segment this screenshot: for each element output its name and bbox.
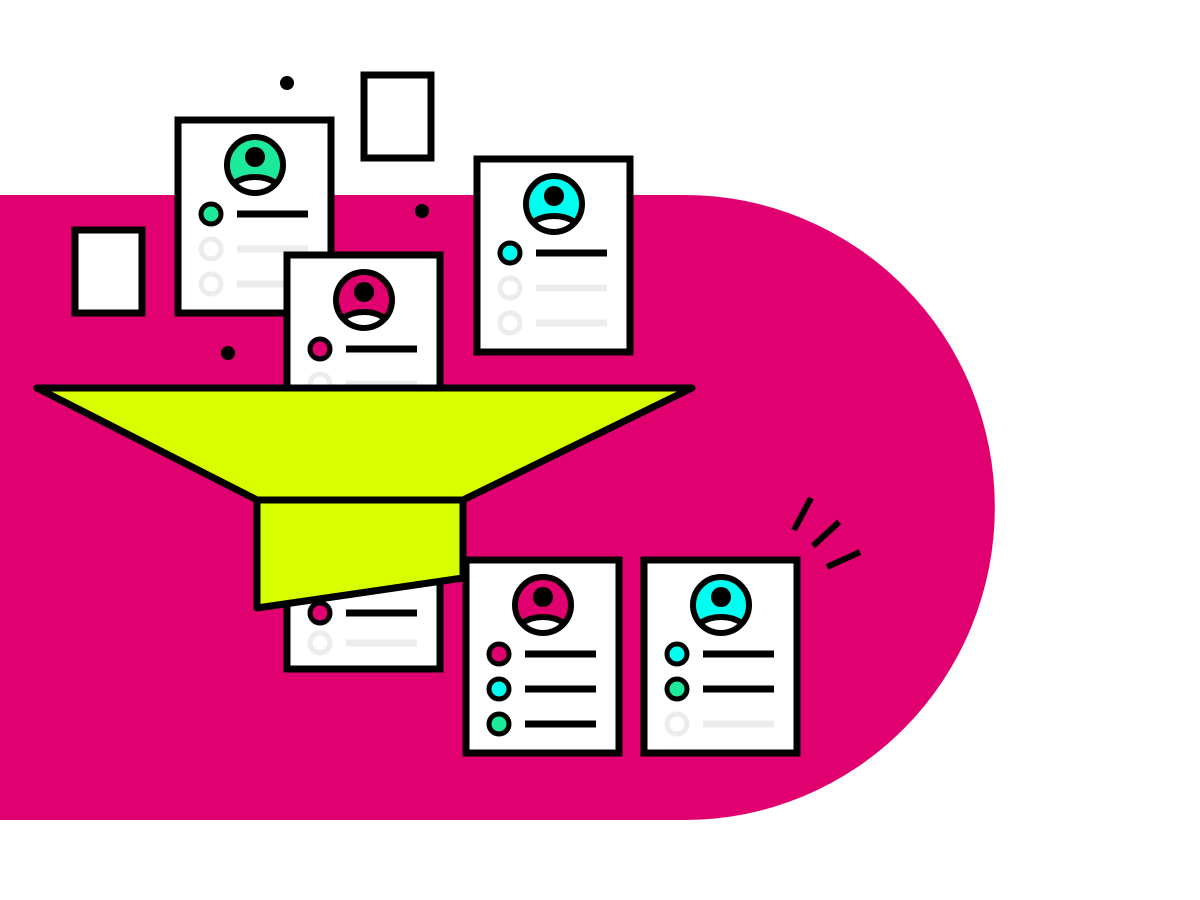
criteria-bullet-icon [486, 641, 512, 667]
sparkle-line [810, 519, 842, 549]
avatar-head [544, 186, 564, 206]
criteria-row [486, 676, 596, 702]
criteria-bullet-icon [307, 600, 333, 626]
avatar-ring [512, 574, 574, 636]
criteria-row [486, 641, 596, 667]
dot [415, 204, 429, 218]
resume-card-cyan-top [473, 155, 634, 356]
resume-card-selected-cyan [640, 556, 801, 757]
avatar-icon [512, 574, 574, 636]
criteria-bullet-icon [664, 641, 690, 667]
criteria-bullet-icon [486, 711, 512, 737]
criteria-bullet-icon [198, 236, 224, 262]
criteria-row [664, 676, 774, 702]
avatar-head [354, 282, 374, 302]
criteria-row [497, 275, 607, 301]
blank-card-small [360, 71, 435, 162]
avatar-icon [690, 574, 752, 636]
resume-card-selected-magenta [462, 556, 623, 757]
criteria-bullet-icon [664, 711, 690, 737]
criteria-bullet-icon [497, 275, 523, 301]
criteria-row [664, 711, 774, 737]
avatar-ring [333, 269, 395, 331]
criteria-bullet-icon [497, 310, 523, 336]
criteria-row [198, 236, 308, 262]
blank-card-small [71, 226, 146, 317]
criteria-row [307, 630, 417, 656]
dot [221, 346, 235, 360]
criteria-row [198, 201, 308, 227]
criteria-row [664, 641, 774, 667]
avatar-icon [224, 134, 286, 196]
criteria-row [486, 711, 596, 737]
avatar-ring [523, 173, 585, 235]
dot [280, 76, 294, 90]
criteria-bullet-icon [664, 676, 690, 702]
criteria-bullet-icon [486, 676, 512, 702]
sparkle-line [791, 496, 814, 532]
criteria-bullet-icon [198, 201, 224, 227]
avatar-head [533, 587, 553, 607]
avatar-head [245, 147, 265, 167]
avatar-ring [690, 574, 752, 636]
criteria-bullet-icon [307, 630, 333, 656]
avatar-ring [224, 134, 286, 196]
criteria-bullet-icon [198, 271, 224, 297]
avatar-icon [333, 269, 395, 331]
criteria-row [307, 600, 417, 626]
avatar-icon [523, 173, 585, 235]
criteria-row [307, 336, 417, 362]
criteria-bullet-icon [307, 336, 333, 362]
sparkle-line [825, 549, 862, 570]
criteria-row [497, 240, 607, 266]
criteria-row [497, 310, 607, 336]
avatar-head [711, 587, 731, 607]
criteria-bullet-icon [497, 240, 523, 266]
